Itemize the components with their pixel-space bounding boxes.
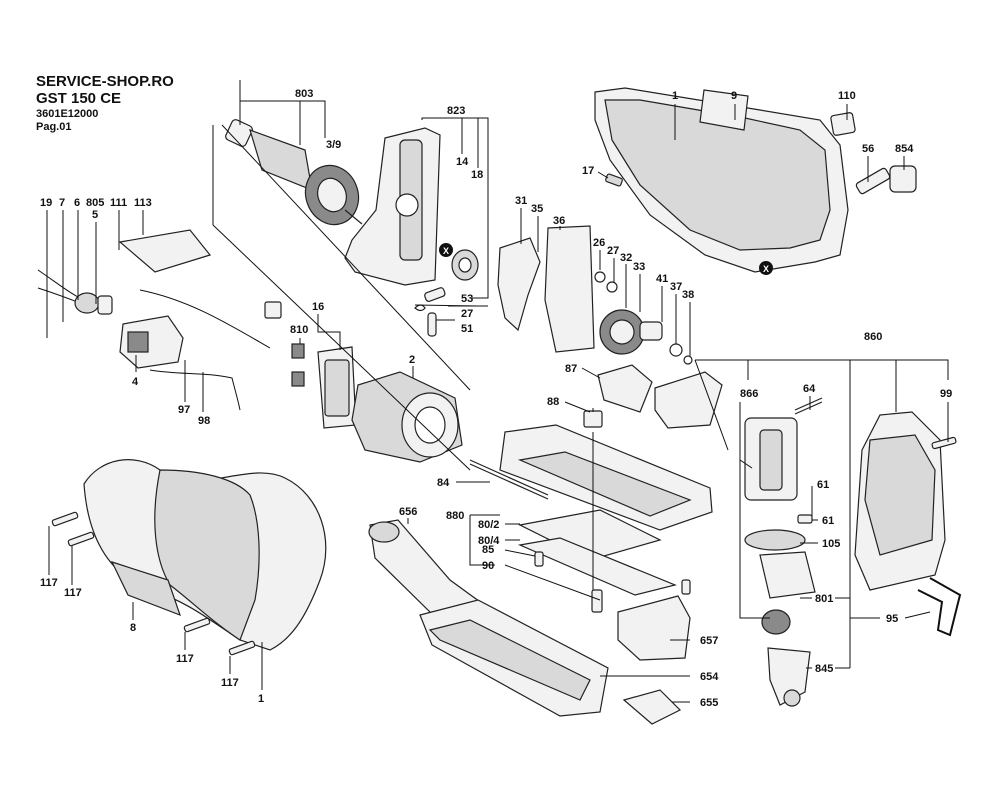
label-31: 31 xyxy=(515,195,527,207)
label-32: 32 xyxy=(620,252,632,264)
label-85: 85 xyxy=(482,544,494,556)
label-105: 105 xyxy=(822,538,840,550)
brush-holder-part xyxy=(291,343,357,429)
label-110: 110 xyxy=(838,90,856,102)
label-36: 36 xyxy=(553,215,565,227)
label-84: 84 xyxy=(437,477,450,489)
label-38: 38 xyxy=(682,289,694,301)
label-41: 41 xyxy=(656,273,668,285)
label-27b: 27 xyxy=(607,245,619,257)
armature-part xyxy=(225,119,363,226)
label-9: 9 xyxy=(731,90,737,102)
label-98: 98 xyxy=(198,415,210,427)
label-8: 8 xyxy=(130,622,136,634)
label-854: 854 xyxy=(895,143,914,155)
label-18: 18 xyxy=(471,169,483,181)
label-80-2: 80/2 xyxy=(478,519,499,531)
label-51: 51 xyxy=(461,323,473,335)
label-14: 14 xyxy=(456,156,469,168)
label-27a: 27 xyxy=(461,308,473,320)
label-860: 860 xyxy=(864,331,882,343)
label-1-bottom: 1 xyxy=(258,693,264,705)
stroke-rod-part xyxy=(744,397,823,707)
label-19: 19 xyxy=(40,197,52,209)
part-number-labels: 803 3/9 823 14 18 53 27 51 1 9 110 17 56… xyxy=(40,88,952,709)
label-823: 823 xyxy=(447,105,465,117)
field-coil-part xyxy=(351,371,463,463)
label-810: 810 xyxy=(290,324,308,336)
label-805: 805 xyxy=(86,197,104,209)
label-5: 5 xyxy=(92,209,98,221)
label-64: 64 xyxy=(803,383,816,395)
label-880: 880 xyxy=(446,510,464,522)
dust-extraction-part xyxy=(368,519,691,725)
label-17: 17 xyxy=(582,165,594,177)
label-61a: 61 xyxy=(817,479,829,491)
label-801: 801 xyxy=(815,593,833,605)
x-marker-b: X xyxy=(759,261,773,275)
article-number: 3601E12000 xyxy=(36,108,99,120)
label-35: 35 xyxy=(531,203,543,215)
label-1-top: 1 xyxy=(672,90,678,102)
label-3-9: 3/9 xyxy=(326,139,341,151)
housing-shell-part xyxy=(594,87,917,273)
label-7: 7 xyxy=(59,197,65,209)
label-654: 654 xyxy=(700,671,719,683)
x-marker-a: X xyxy=(439,243,453,257)
label-95: 95 xyxy=(886,613,898,625)
label-61b: 61 xyxy=(822,515,834,527)
label-117b: 117 xyxy=(64,587,82,599)
label-80-4: 80/4 xyxy=(478,535,500,547)
label-656: 656 xyxy=(399,506,417,518)
label-37: 37 xyxy=(670,281,682,293)
label-6: 6 xyxy=(74,197,80,209)
label-99: 99 xyxy=(940,388,952,400)
label-803: 803 xyxy=(295,88,313,100)
label-117d: 117 xyxy=(221,677,239,689)
leader-lines xyxy=(46,80,949,703)
label-655: 655 xyxy=(700,697,718,709)
label-53: 53 xyxy=(461,293,473,305)
label-26: 26 xyxy=(593,237,605,249)
label-87: 87 xyxy=(565,363,577,375)
label-33: 33 xyxy=(633,261,645,273)
label-845: 845 xyxy=(815,663,833,675)
label-866: 866 xyxy=(740,388,758,400)
model-name: GST 150 CE xyxy=(36,90,122,107)
label-657: 657 xyxy=(700,635,718,647)
base-plate-part xyxy=(469,410,713,613)
bearing-plate-part xyxy=(344,127,479,337)
label-113: 113 xyxy=(134,197,152,209)
blade-guard-part xyxy=(854,411,962,637)
label-97: 97 xyxy=(178,404,190,416)
svg-text:X: X xyxy=(763,264,769,274)
label-56: 56 xyxy=(862,143,874,155)
label-117c: 117 xyxy=(176,653,194,665)
page-number: Pag.01 xyxy=(36,121,72,133)
switch-cable-group xyxy=(37,229,282,411)
label-88: 88 xyxy=(547,396,559,408)
label-16: 16 xyxy=(312,301,324,313)
shop-name: SERVICE-SHOP.RO xyxy=(36,73,174,90)
label-111: 111 xyxy=(110,197,127,209)
gear-train-part xyxy=(497,225,723,429)
label-2: 2 xyxy=(409,354,415,366)
svg-text:X: X xyxy=(443,246,449,256)
label-117a: 117 xyxy=(40,577,58,589)
label-90: 90 xyxy=(482,560,494,572)
label-4: 4 xyxy=(132,376,139,388)
handle-housing-part xyxy=(51,459,327,656)
